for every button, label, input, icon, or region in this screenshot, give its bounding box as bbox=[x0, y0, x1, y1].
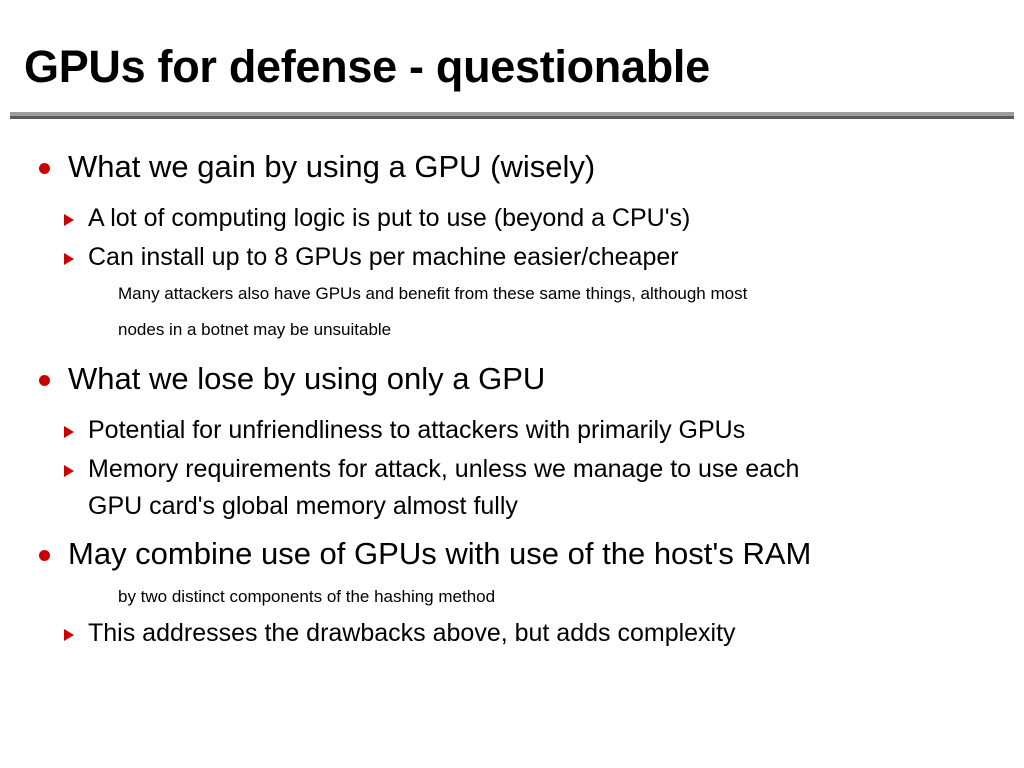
red-triangle-bullet-icon bbox=[64, 214, 74, 226]
bullet-text: GPU card's global memory almost fully bbox=[88, 492, 518, 520]
bullet-text: May combine use of GPUs with use of the … bbox=[68, 536, 812, 571]
bullet-text: Can install up to 8 GPUs per machine eas… bbox=[88, 243, 679, 271]
page-title: GPUs for defense - questionable bbox=[24, 41, 710, 92]
bullet-level2: A lot of computing logic is put to use (… bbox=[0, 202, 1024, 235]
spacer bbox=[0, 348, 1024, 360]
title-divider bbox=[10, 112, 1014, 119]
bullet-level2: Potential for unfriendliness to attacker… bbox=[0, 414, 1024, 447]
spacer bbox=[0, 192, 1024, 202]
bullet-text: Potential for unfriendliness to attacker… bbox=[88, 416, 746, 444]
red-triangle-bullet-icon bbox=[64, 426, 74, 438]
title-divider-dark bbox=[10, 116, 1014, 119]
slide-body: What we gain by using a GPU (wisely) A l… bbox=[0, 148, 1024, 650]
bullet-level2: Can install up to 8 GPUs per machine eas… bbox=[0, 241, 1024, 274]
bullet-text: This addresses the drawbacks above, but … bbox=[88, 619, 736, 647]
bullet-text: What we lose by using only a GPU bbox=[68, 361, 546, 396]
red-triangle-bullet-icon bbox=[64, 465, 74, 477]
bullet-level1: What we lose by using only a GPU bbox=[0, 360, 1024, 404]
red-dot-bullet-icon bbox=[39, 163, 50, 174]
bullet-level1: What we gain by using a GPU (wisely) bbox=[0, 148, 1024, 192]
note-text: by two distinct components of the hashin… bbox=[118, 587, 496, 606]
bullet-level2: This addresses the drawbacks above, but … bbox=[0, 617, 1024, 650]
spacer bbox=[0, 523, 1024, 535]
spacer bbox=[0, 404, 1024, 414]
note-text: nodes in a botnet may be unsuitable bbox=[118, 320, 392, 339]
red-triangle-bullet-icon bbox=[64, 629, 74, 641]
title-divider-light bbox=[10, 112, 1014, 116]
note-level3: nodes in a botnet may be unsuitable bbox=[0, 312, 1024, 348]
bullet-level2: Memory requirements for attack, unless w… bbox=[0, 453, 1024, 486]
red-dot-bullet-icon bbox=[39, 550, 50, 561]
bullet-text: Memory requirements for attack, unless w… bbox=[88, 455, 800, 483]
bullet-text: A lot of computing logic is put to use (… bbox=[88, 204, 691, 232]
bullet-level1: May combine use of GPUs with use of the … bbox=[0, 535, 1024, 579]
bullet-text: What we gain by using a GPU (wisely) bbox=[68, 149, 596, 184]
note-text: Many attackers also have GPUs and benefi… bbox=[118, 284, 748, 303]
note-level3: Many attackers also have GPUs and benefi… bbox=[0, 276, 1024, 312]
note-level3: by two distinct components of the hashin… bbox=[0, 579, 1024, 615]
red-triangle-bullet-icon bbox=[64, 253, 74, 265]
red-dot-bullet-icon bbox=[39, 375, 50, 386]
bullet-level2-continuation: GPU card's global memory almost fully bbox=[0, 490, 1024, 523]
